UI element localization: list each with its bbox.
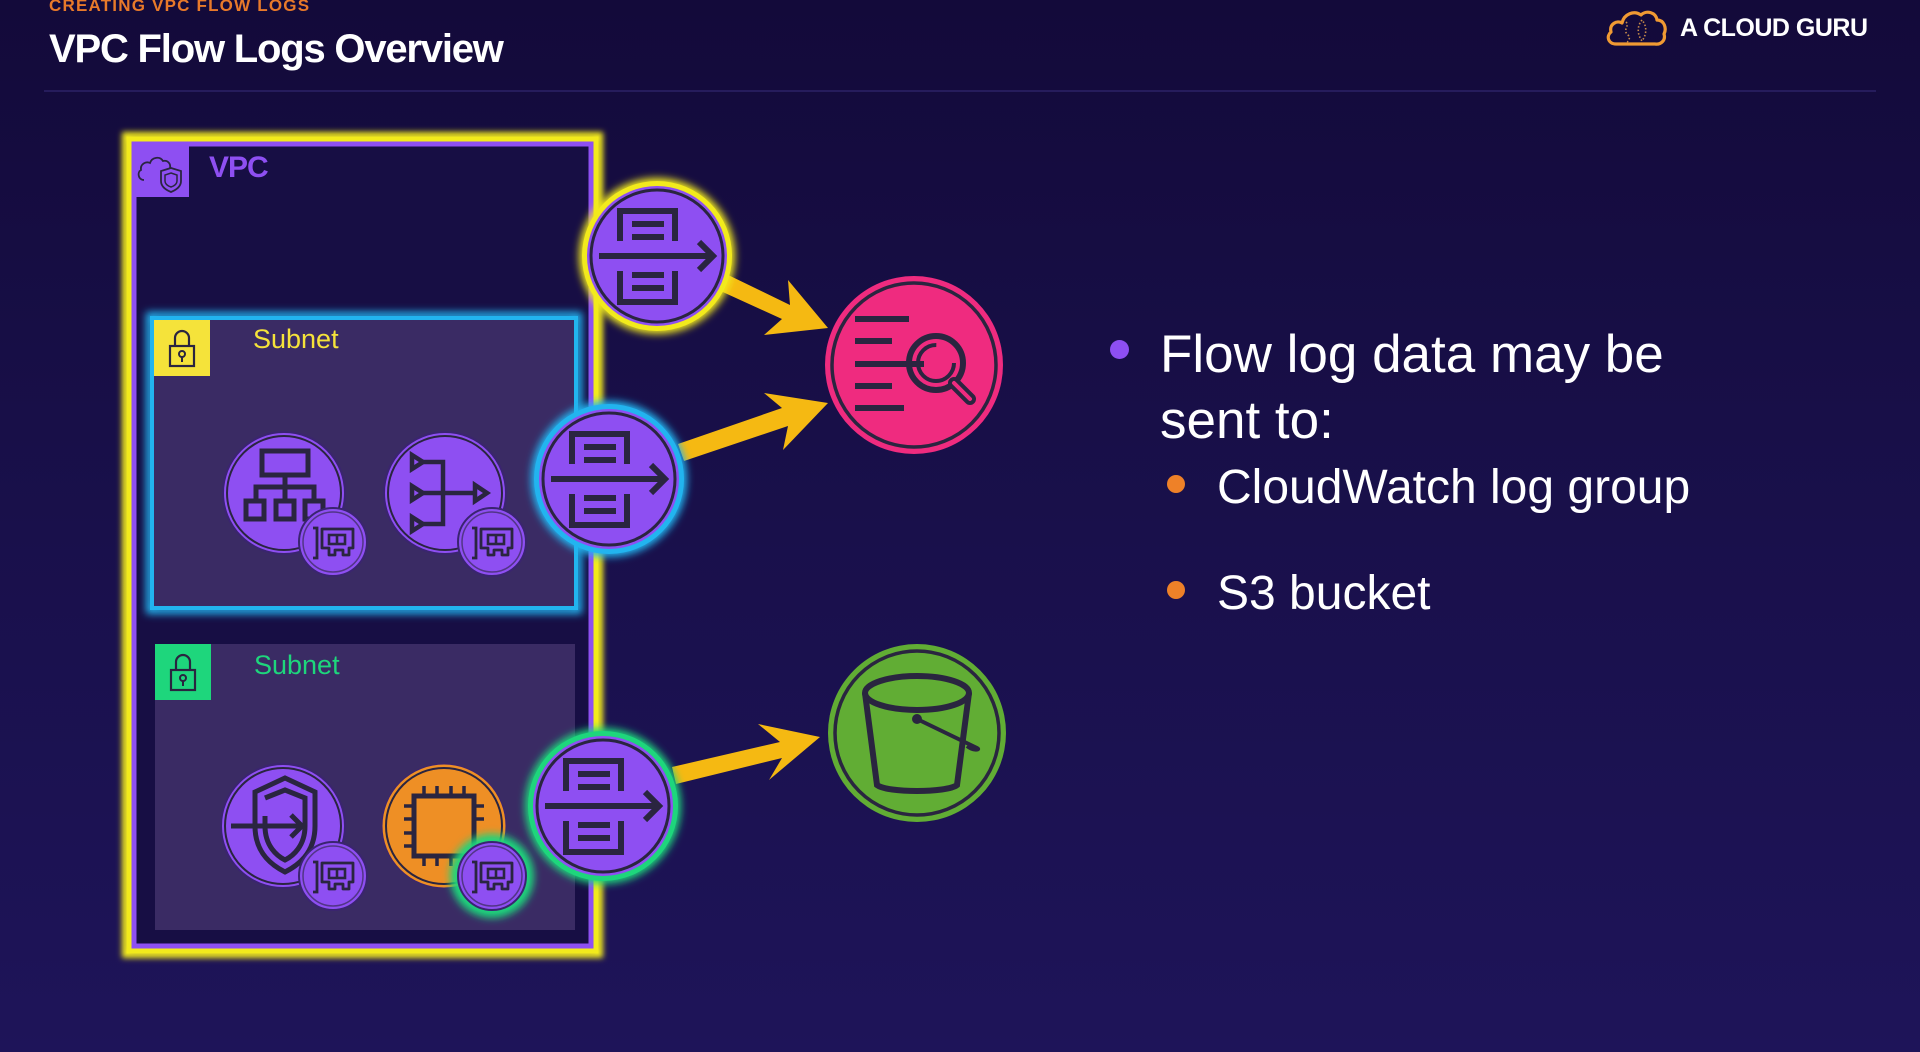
flow-log-icon	[525, 728, 681, 884]
network-interface-icon	[297, 506, 369, 578]
flow-log-icon	[579, 178, 735, 334]
header-divider	[44, 90, 1876, 92]
cloud-logo-icon	[1606, 10, 1667, 46]
section-kicker: CREATING VPC FLOW LOGS	[49, 0, 311, 15]
s3-bucket-icon	[828, 644, 1006, 822]
bullet-sub-cloudwatch: CloudWatch log group	[1100, 458, 1720, 518]
subnet-1-label: Subnet	[253, 324, 339, 354]
arrow-flowlog-3-to-s3	[672, 724, 820, 784]
cloudwatch-log-search-icon	[825, 276, 1003, 454]
vpc-label: VPC	[209, 151, 268, 184]
arrow-flowlog-1-to-cloudwatch	[714, 272, 828, 335]
bullet-sub-s3: S3 bucket	[1100, 564, 1720, 624]
orange-bullet-icon	[1167, 581, 1185, 599]
subnet-2: Subnet	[155, 644, 575, 930]
purple-bullet-icon	[1110, 340, 1129, 359]
arrow-flowlog-2-to-cloudwatch	[678, 393, 828, 461]
subnet-1-lock-icon	[154, 320, 210, 376]
bullet-main-text: Flow log data may be sent to:	[1160, 325, 1664, 450]
bullet-sub-text: CloudWatch log group	[1217, 461, 1691, 514]
bullet-sub-text: S3 bucket	[1217, 567, 1431, 620]
page-title: VPC Flow Logs Overview	[49, 27, 504, 71]
brand-name: A CLOUD GURU	[1680, 13, 1868, 42]
arrows	[672, 272, 828, 784]
brand-logo: A CLOUD GURU	[1604, 8, 1868, 48]
network-interface-icon	[297, 840, 369, 912]
network-interface-icon	[456, 840, 528, 912]
bullet-list: Flow log data may be sent to: CloudWatch…	[1100, 322, 1720, 624]
orange-bullet-icon	[1167, 475, 1185, 493]
subnet-2-lock-icon	[155, 644, 211, 700]
flow-log-icon	[531, 401, 687, 557]
subnet-2-label: Subnet	[254, 650, 340, 680]
network-interface-icon	[456, 506, 528, 578]
vpc-icon	[132, 142, 189, 197]
subnet-1: Subnet	[146, 312, 582, 614]
bullet-main: Flow log data may be sent to:	[1100, 322, 1720, 454]
